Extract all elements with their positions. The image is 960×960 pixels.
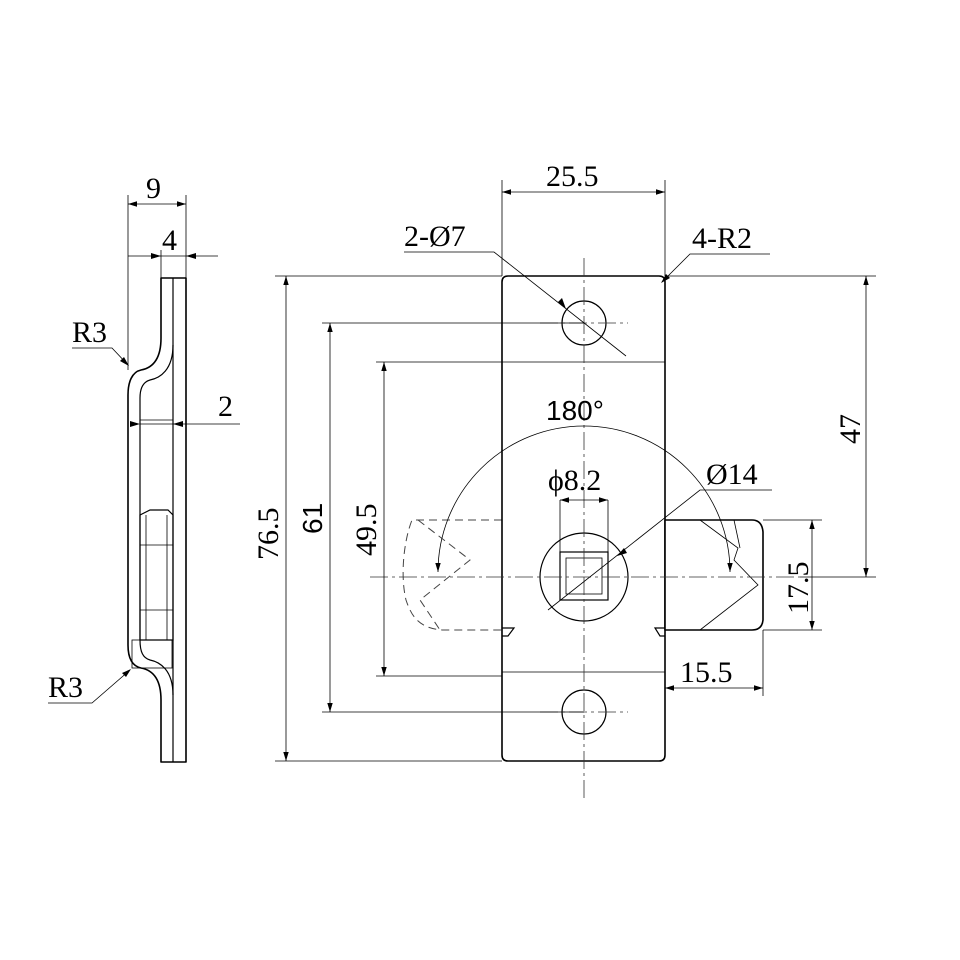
dim-label-180: 180° xyxy=(546,395,604,426)
dim-label-diameter-14: Ø14 xyxy=(706,458,758,491)
front-lever xyxy=(664,519,764,631)
dim-label-25-5: 25.5 xyxy=(546,160,599,193)
dim-label-corner-radius: 4-R2 xyxy=(692,222,752,255)
dim-label-8-2: ϕ8.2 xyxy=(548,464,601,497)
dim-label-hole-callout: 2-Ø7 xyxy=(404,220,466,253)
hidden-lever-edges xyxy=(417,519,471,631)
dim-label-17-5: 17.5 xyxy=(782,562,815,615)
leader-diameter-14 xyxy=(547,489,772,611)
side-view-profile xyxy=(127,277,187,763)
leader-corner-radius xyxy=(661,253,770,283)
dim-label-4: 4 xyxy=(162,224,177,257)
dim-label-76-5: 76.5 xyxy=(252,508,285,561)
rotation-arc-180 xyxy=(435,425,733,573)
dim-label-r3-top: R3 xyxy=(72,316,107,349)
plate-notch-left xyxy=(502,627,516,637)
side-view-washer xyxy=(131,639,173,669)
dim-label-61: 61 xyxy=(297,503,328,534)
lever-bevel-lines xyxy=(699,519,759,631)
lever-bevel-top xyxy=(733,519,741,549)
dim-label-15-5: 15.5 xyxy=(680,656,733,689)
dim-label-2: 2 xyxy=(218,390,233,423)
dim-label-9: 9 xyxy=(146,172,161,205)
hidden-rotated-lever xyxy=(402,519,502,631)
leader-r3-top xyxy=(72,347,129,366)
side-view: 9 4 R3 R3 2 xyxy=(48,172,240,763)
front-view: 25.5 2-Ø7 4-R2 76.5 61 49.5 47 17.5 xyxy=(252,160,876,800)
plate-notch-right xyxy=(653,627,665,637)
front-plate xyxy=(501,275,666,762)
nut-face-lines xyxy=(145,515,168,640)
dim-label-47: 47 xyxy=(834,414,867,444)
leader-hole-callout xyxy=(404,251,627,357)
dim-label-49-5: 49.5 xyxy=(350,504,383,557)
leader-r3-bottom xyxy=(48,669,131,704)
dim-label-r3-bottom: R3 xyxy=(48,671,83,704)
